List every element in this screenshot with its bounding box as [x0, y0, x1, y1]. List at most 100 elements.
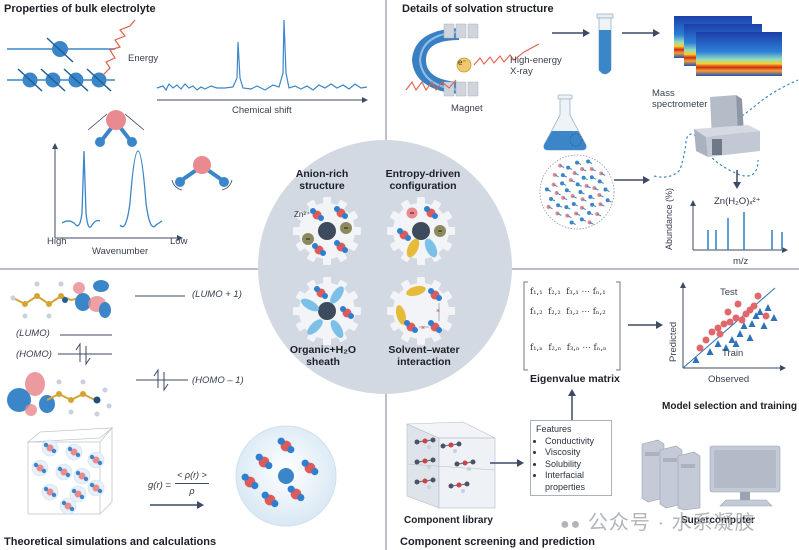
- matrix-cell: ⋯: [582, 343, 591, 353]
- mass-spec-label-line2: spectrometer: [652, 99, 708, 110]
- arrow-to-model: [628, 321, 663, 329]
- mass-spectrometer-label: Mass spectrometer: [652, 88, 707, 110]
- matrix-row-1: f₁,₁ f₂,₁ f₃,₁ ⋯ fₙ,₁: [530, 287, 606, 297]
- rdf-numerator: < ρ(r) >: [177, 470, 207, 480]
- flask-icon: [543, 94, 587, 151]
- entropy-driven-label: Entropy-driven configuration: [378, 168, 468, 192]
- train-point: [748, 320, 756, 327]
- water-molecule-icon: [340, 306, 354, 319]
- water-molecule-icon: [41, 439, 59, 457]
- train-point: [732, 340, 740, 347]
- train-point: [760, 322, 768, 329]
- bulk-electrolyte-title: Properties of bulk electrolyte: [4, 3, 156, 15]
- supercomputer-icon: [641, 439, 781, 511]
- solvent-molecule-icon: [448, 481, 470, 493]
- xray-label-line2: X-ray: [510, 66, 533, 77]
- solution-molecules: [544, 159, 612, 225]
- water-molecule-icon: [314, 286, 328, 299]
- test-point: [708, 328, 716, 336]
- solvent-molecule-icon: [440, 441, 462, 453]
- water-molecule-icon: [334, 240, 348, 253]
- water-molecule-icon: [255, 453, 273, 470]
- lumo-level: [60, 334, 112, 336]
- test-point: [726, 318, 734, 326]
- molecule-dot: [554, 190, 559, 195]
- spin-diagram: [7, 37, 115, 92]
- matrix-cell: f₁,₂: [530, 307, 543, 317]
- xray-label-line1: High-energy: [510, 55, 562, 66]
- solvent-water-line2: interaction: [397, 356, 451, 368]
- solution-zoom-icon: [539, 154, 615, 230]
- matrix-row-n: f₁,ₙ f₂,ₙ f₃,ₙ ⋯ fₙ,ₙ: [530, 343, 607, 353]
- test-point: [738, 316, 746, 324]
- watermark-text: 公众号 · 水系凝胶: [587, 512, 756, 534]
- water-molecule-icon: [312, 243, 326, 256]
- water-molecule-icon: [428, 320, 442, 333]
- svg-text:×: ×: [436, 308, 440, 315]
- train-point: [752, 312, 760, 319]
- matrix-cell: f₃,₁: [566, 287, 579, 297]
- ion-formula-label: Zn(H₂O)ₓ²⁺: [714, 196, 761, 207]
- prediction-scatter-plot: [680, 282, 786, 371]
- molecule-dot: [598, 202, 603, 207]
- test-point: [714, 324, 722, 332]
- test-point: [750, 302, 758, 310]
- abundance-axis-label: Abundance (%): [664, 187, 674, 250]
- anion-rich-label: Anion-rich structure: [282, 168, 362, 192]
- train-point: [746, 334, 754, 341]
- water-molecule-bend-icon: [171, 156, 233, 191]
- train-point: [736, 330, 744, 337]
- water-molecule-icon: [241, 473, 259, 490]
- matrix-cell: f₂,₁: [548, 287, 561, 297]
- water-molecule-icon: [59, 497, 77, 515]
- solvation-shell-sphere: [235, 425, 337, 527]
- homo-label: (HOMO): [16, 349, 52, 360]
- molecule-dot: [580, 166, 585, 171]
- water-molecule-icon: [428, 288, 442, 301]
- feature-item: Conductivity: [545, 436, 606, 448]
- high-label: High: [47, 236, 67, 247]
- matrix-cell: fₙ,₁: [592, 287, 606, 297]
- matrix-cell: fₙ,ₙ: [593, 343, 607, 353]
- feature-item: Viscosity: [545, 447, 606, 459]
- matrix-row-2: f₁,₂ f₂,₂ f₃,₂ ⋯ fₙ,₂: [530, 307, 606, 317]
- predicted-axis-label: Predicted: [668, 321, 679, 362]
- test-point: [716, 330, 724, 338]
- energy-label: Energy: [128, 53, 159, 64]
- molecule-dot: [560, 181, 565, 186]
- molecule-dot: [566, 165, 571, 170]
- molecule-dot: [571, 201, 576, 206]
- molecule-dot: [552, 172, 557, 177]
- water-molecule-icon: [55, 463, 73, 481]
- water-molecule-icon: [31, 459, 49, 477]
- water-molecule-stretch-icon: [87, 110, 145, 147]
- water-molecule-icon: [301, 459, 319, 476]
- entropy-driven-gear: [387, 197, 455, 265]
- model-selection-label: Model selection and training: [662, 401, 798, 412]
- test-point: [732, 314, 740, 322]
- homo-minus-1-label: (HOMO – 1): [192, 375, 244, 386]
- organic-sheath-line2: sheath: [306, 356, 340, 368]
- solvent-molecule-icon: [414, 437, 436, 449]
- water-molecule-icon: [69, 485, 87, 503]
- train-point: [740, 322, 748, 329]
- solvent-molecule-icon: [414, 457, 436, 469]
- molecule-dot: [595, 211, 600, 216]
- arrow-to-matrix: [568, 389, 576, 420]
- matrix-cell: ⋯: [581, 287, 591, 297]
- feature-item: Interfacial properties: [545, 470, 606, 493]
- train-point: [728, 336, 736, 343]
- matrix-cell: f₃,₂: [566, 307, 579, 317]
- molecule-dot: [572, 171, 577, 176]
- solvent-water-line1: Solvent–water: [388, 344, 460, 356]
- nmr-spectrum: [156, 19, 368, 103]
- molecule-dot: [558, 163, 563, 168]
- features-list: Conductivity Viscosity Solubility Interf…: [536, 436, 606, 494]
- magnet-label: Magnet: [451, 103, 483, 114]
- rdf-fraction-bar: [175, 483, 209, 484]
- train-point: [770, 314, 778, 321]
- feature-item: Solubility: [545, 459, 606, 471]
- solvation-center-circle: [258, 140, 512, 394]
- test-point: [720, 320, 728, 328]
- water-molecule-icon: [287, 485, 305, 502]
